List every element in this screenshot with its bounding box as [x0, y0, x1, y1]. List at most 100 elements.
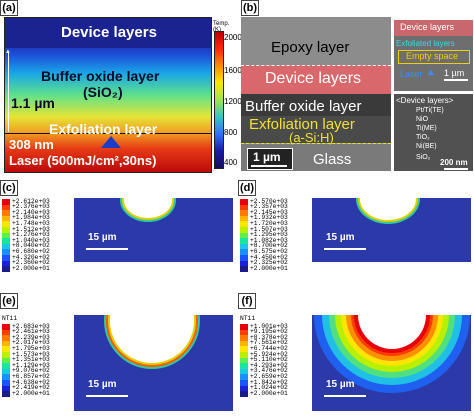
legend-value: +2.239e+03 [12, 333, 50, 341]
legend-value: +2.140e+03 [12, 208, 50, 216]
legend-value: +1.573e+03 [12, 350, 50, 358]
legend-value: +1.795e+03 [12, 344, 50, 352]
colorbar-tick: 1600 [224, 66, 242, 75]
buffer-region [241, 94, 391, 116]
inset-scale-bar [444, 79, 468, 81]
scale-bar [86, 248, 128, 250]
legend-title: NT11 [2, 315, 18, 322]
legend-swatch [240, 255, 248, 261]
legend-value: +9.076e+02 [12, 367, 50, 375]
legend-swatch [2, 221, 10, 228]
legend-value: +7.561e+02 [250, 339, 288, 347]
legend-swatch [240, 368, 248, 375]
scale-1um: 1 µm [253, 150, 281, 164]
asi-label: (a-Si:H) [289, 130, 334, 145]
panel-c: (c) NT11+2.612e+03+2.376e+03+2.140e+03+1… [0, 180, 236, 273]
nt11-legend: NT11+2.612e+03+2.376e+03+2.140e+03+1.984… [0, 190, 72, 273]
legend-swatch [240, 266, 248, 273]
legend-value: +4.293e+02 [250, 361, 288, 369]
nt11-legend: NT11+1.001e+03+9.195e+02+8.378e+02+7.561… [238, 315, 310, 398]
inset-exfoliated-label: Exfoliated layers [396, 39, 455, 48]
legend-value: +1.040e+03 [12, 236, 50, 244]
legend-swatch [2, 368, 10, 375]
legend-swatch [240, 227, 248, 233]
legend-value: +2.419e+02 [12, 384, 50, 392]
legend-value: +6.575e+02 [250, 247, 288, 255]
legend-value: +2.000e+01 [12, 389, 50, 397]
dimension-1-1um: 1.1 µm [11, 95, 55, 111]
melt-crater [108, 315, 196, 365]
legend-value: +4.450e+02 [250, 253, 288, 261]
temperature-colorbar [214, 31, 224, 169]
legend-swatch [240, 210, 248, 217]
buffer-layer-label: Buffer oxide layer [41, 68, 160, 84]
inset-device-band [394, 20, 473, 36]
legend-swatch [2, 385, 10, 392]
legend-value: +8.378e+02 [250, 333, 288, 341]
inset-empty-label: Empty space [406, 51, 459, 61]
legend-value: +8.700e+02 [250, 242, 288, 250]
sem-cross-section: Epoxy layer Device layers Buffer oxide l… [241, 17, 391, 171]
inset2-title: <Device layers> [396, 96, 454, 105]
legend-swatch [2, 232, 10, 239]
legend-value: +1.512e+03 [12, 225, 50, 233]
legend-swatch [240, 335, 248, 342]
panel-b-label: (b) [241, 0, 259, 16]
legend-value: +5.924e+02 [250, 350, 288, 358]
legend-swatch [2, 335, 10, 342]
legend-value: +1.932e+03 [250, 214, 288, 222]
inset2-scale-label: 200 nm [440, 158, 468, 167]
inset2-scale-bar [444, 168, 468, 170]
legend-swatch [2, 260, 10, 267]
legend-value: +2.017e+03 [12, 339, 50, 347]
glass-label: Glass [313, 151, 352, 168]
sem-inset-layer-stack: <Device layers> Pt/Ti(TE) NiO Ti(ME) TiO… [394, 94, 473, 171]
colorbar-tick: 400 [224, 158, 238, 167]
legend-swatch [2, 243, 10, 250]
scale-label: 15 µm [88, 379, 117, 390]
buffer-oxide-label: Buffer oxide layer [245, 98, 362, 115]
panel-a-label: (a) [0, 0, 18, 16]
legend-swatch [240, 380, 248, 386]
legend-swatch [240, 243, 248, 250]
legend-value: +5.110e+02 [250, 356, 288, 364]
legend-swatch [2, 329, 10, 336]
nt11-legend: NT11+2.683e+03+2.461e+03+2.239e+03+2.017… [0, 315, 72, 398]
legend-swatch [240, 199, 248, 205]
legend-value: +4.320e+02 [12, 253, 50, 261]
panel-f-label: (f) [238, 293, 256, 309]
legend-swatch [240, 249, 248, 256]
dimension-line-top [8, 52, 9, 132]
legend-value: +2.570e+03 [250, 197, 288, 205]
legend-swatch [240, 232, 248, 239]
legend-value: +1.276e+03 [12, 231, 50, 239]
legend-value: +1.351e+03 [12, 356, 50, 364]
legend-value: +2.000e+01 [250, 389, 288, 397]
legend-value: +1.842e+02 [250, 378, 288, 386]
legend-value: +6.857e+02 [12, 372, 50, 380]
legend-value: +1.024e+02 [250, 384, 288, 392]
colorbar-title: Temp. (K) [213, 21, 230, 33]
legend-value: +2.683e+03 [12, 322, 50, 330]
legend-swatch [240, 238, 248, 245]
device-layers-label: Device layers [61, 24, 157, 41]
legend-value: +1.082e+03 [250, 236, 288, 244]
legend-swatch [2, 346, 10, 353]
legend-swatch [2, 215, 10, 222]
legend-swatch [2, 357, 10, 364]
legend-swatch [2, 238, 10, 245]
temperature-field: 15 µm [74, 315, 233, 411]
legend-value: +1.720e+03 [250, 219, 288, 227]
panel-d-label: (d) [238, 180, 256, 196]
layer-label: NiO [416, 116, 429, 123]
legend-value: +1.129e+03 [12, 361, 50, 369]
exfoliation-boundary [5, 133, 211, 134]
panel-f: (f) NT11+1.001e+03+9.195e+02+8.378e+02+7… [238, 293, 474, 411]
legend-value: +2.145e+03 [250, 208, 288, 216]
empty-space-box [398, 50, 470, 64]
epoxy-layer-label: Epoxy layer [271, 39, 350, 56]
legend-value: +2.000e+01 [12, 264, 50, 272]
legend-swatch [2, 374, 10, 381]
legend-swatch [240, 204, 248, 211]
legend-value: +2.360e+02 [12, 259, 50, 267]
